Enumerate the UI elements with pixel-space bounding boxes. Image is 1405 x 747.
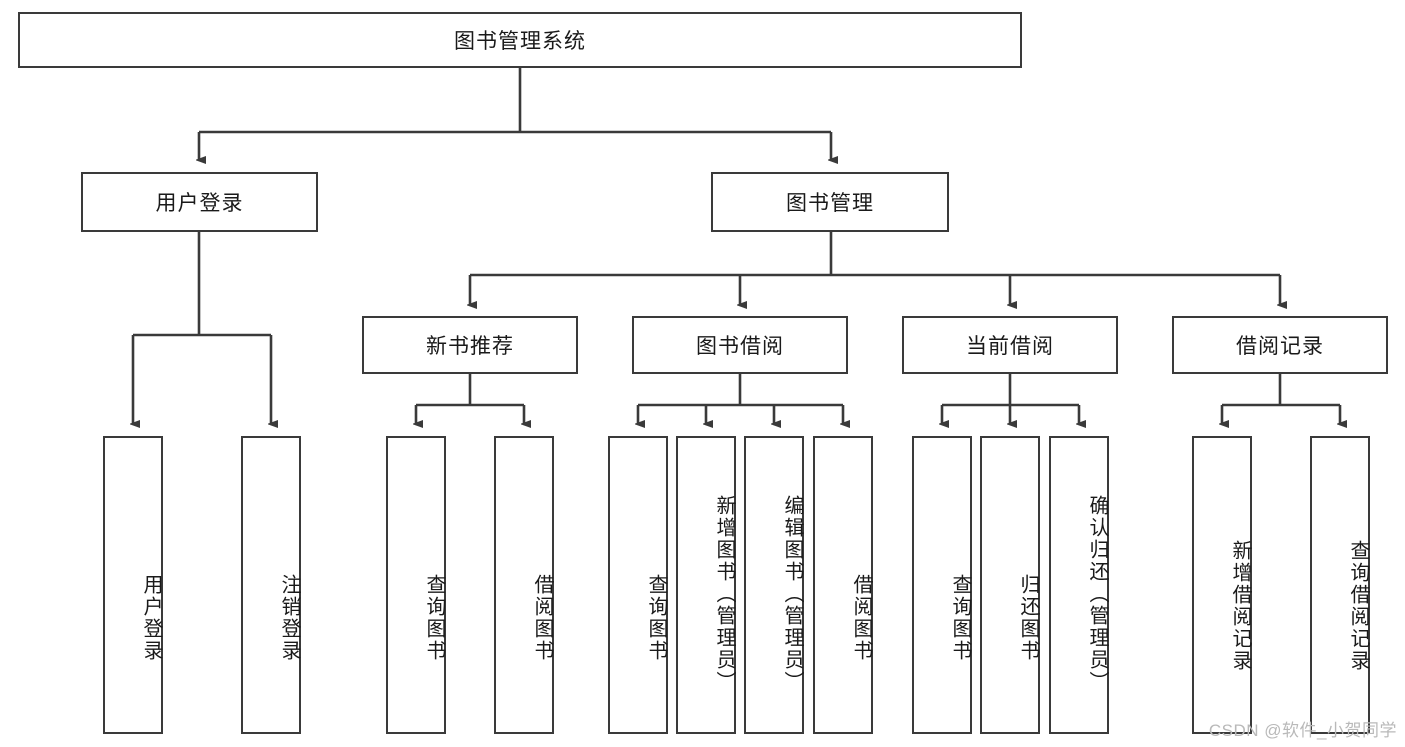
leaf-label: 查询图书 [949,574,971,662]
leaf-label: 查询图书 [423,574,445,662]
leaf-label: 确认归还（管理员） [1086,495,1108,693]
leaf-user-login-logout[interactable]: 注销登录 [241,436,301,734]
leaf-label: 用户登录 [140,574,162,662]
leaf-label: 新增借阅记录 [1229,540,1251,672]
leaf-label: 编辑图书（管理员） [781,495,803,693]
leaf-user-login-login[interactable]: 用户登录 [103,436,163,734]
node-label: 新书推荐 [426,335,514,358]
leaf-borrow-query-book[interactable]: 查询图书 [608,436,668,734]
leaf-label: 查询图书 [645,574,667,662]
leaf-label: 新增图书（管理员） [713,495,735,693]
node-label: 图书借阅 [696,335,784,358]
leaf-borrow-borrow-book[interactable]: 借阅图书 [813,436,873,734]
node-current-borrow[interactable]: 当前借阅 [902,316,1118,374]
node-borrow-record[interactable]: 借阅记录 [1172,316,1388,374]
node-user-login[interactable]: 用户登录 [81,172,318,232]
leaf-current-confirm-return-admin[interactable]: 确认归还（管理员） [1049,436,1109,734]
leaf-record-query-record[interactable]: 查询借阅记录 [1310,436,1370,734]
watermark-text: CSDN @软件_小贺同学 [1208,721,1397,740]
leaf-borrow-add-book-admin[interactable]: 新增图书（管理员） [676,436,736,734]
leaf-label: 归还图书 [1017,574,1039,662]
leaf-current-return-book[interactable]: 归还图书 [980,436,1040,734]
node-book-management[interactable]: 图书管理 [711,172,949,232]
node-root-system[interactable]: 图书管理系统 [18,12,1022,68]
node-label: 当前借阅 [966,335,1054,358]
leaf-label: 借阅图书 [850,574,872,662]
node-label: 用户登录 [155,192,244,215]
leaf-record-add-record[interactable]: 新增借阅记录 [1192,436,1252,734]
leaf-label: 借阅图书 [531,574,553,662]
leaf-current-query-book[interactable]: 查询图书 [912,436,972,734]
node-book-borrow[interactable]: 图书借阅 [632,316,848,374]
leaf-label: 查询借阅记录 [1347,540,1369,672]
node-label: 图书管理系统 [454,30,586,53]
leaf-recommend-query-book[interactable]: 查询图书 [386,436,446,734]
node-label: 借阅记录 [1236,335,1324,358]
leaf-label: 注销登录 [278,574,300,662]
leaf-recommend-borrow-book[interactable]: 借阅图书 [494,436,554,734]
leaf-borrow-edit-book-admin[interactable]: 编辑图书（管理员） [744,436,804,734]
node-label: 图书管理 [786,192,874,215]
node-new-book-recommend[interactable]: 新书推荐 [362,316,578,374]
